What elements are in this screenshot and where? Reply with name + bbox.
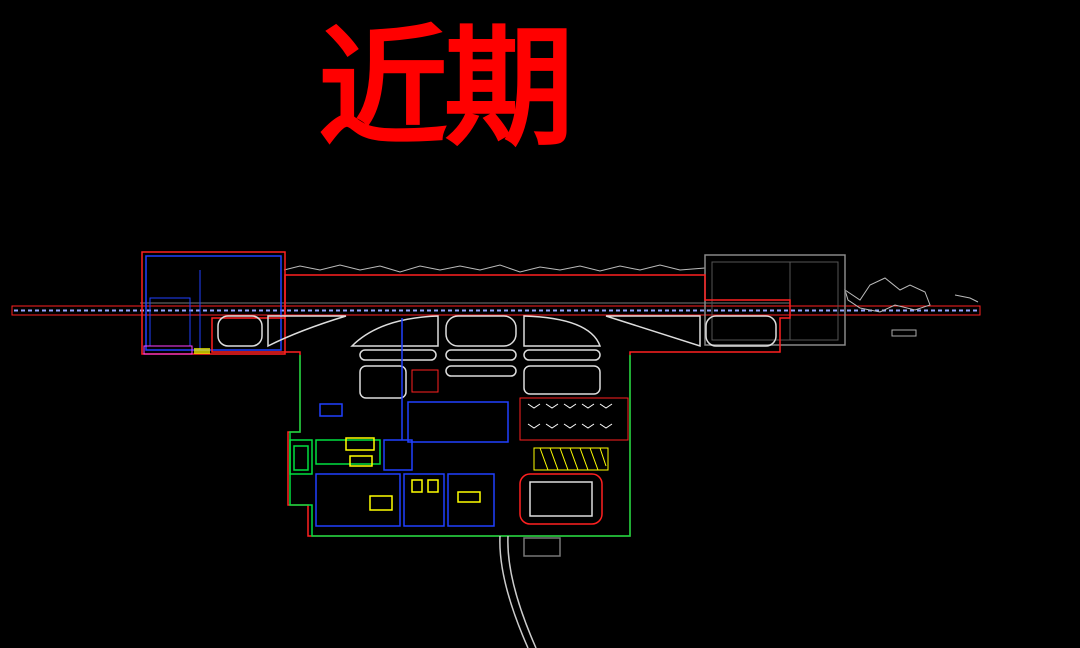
aircraft-stands	[411, 369, 629, 441]
plan-title: 近期	[318, 12, 574, 164]
terminal-buildings	[315, 318, 603, 527]
terrain-contour	[283, 264, 979, 313]
airfield-boundary	[211, 274, 791, 537]
service-blocks	[293, 437, 481, 511]
runway	[11, 302, 981, 316]
access-road	[499, 535, 561, 648]
hatched-apron	[533, 447, 609, 471]
green-zones	[289, 355, 631, 537]
taxiway-islands	[217, 315, 777, 399]
